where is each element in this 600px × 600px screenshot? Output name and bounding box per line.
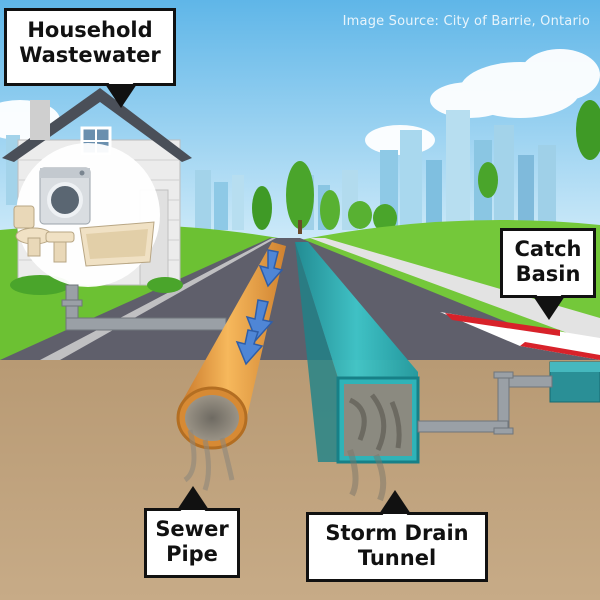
storm-label-line1: Storm Drain bbox=[325, 521, 469, 545]
connector-pipe bbox=[417, 371, 553, 435]
catch-basin-label: Catch Basin bbox=[500, 228, 596, 320]
sewer-pipe-label: Sewer Pipe bbox=[144, 486, 240, 578]
sewer-label-line1: Sewer bbox=[155, 517, 229, 541]
sewer-label-line2: Pipe bbox=[166, 542, 218, 567]
storm-drain-illustration bbox=[295, 242, 420, 502]
catch-label-line2: Basin bbox=[515, 262, 581, 287]
flow-arrow-icon bbox=[235, 249, 284, 366]
sidewalk bbox=[310, 238, 600, 345]
catch-label-line1: Catch bbox=[514, 237, 582, 261]
toilet-icon bbox=[13, 205, 53, 257]
soil bbox=[0, 360, 600, 600]
household-wastewater-label: Household Wastewater bbox=[4, 8, 176, 108]
curb-edge bbox=[520, 342, 600, 360]
household-label-line2: Wastewater bbox=[19, 43, 161, 68]
household-label-line1: Household bbox=[27, 18, 153, 42]
curb-gutter bbox=[445, 313, 560, 336]
storm-drain-label: Storm Drain Tunnel bbox=[306, 490, 488, 582]
storm-label-line2: Tunnel bbox=[357, 546, 437, 571]
house-drain-pipe bbox=[61, 284, 227, 331]
household-fixtures bbox=[13, 143, 160, 287]
trees bbox=[252, 100, 600, 234]
bathtub-icon bbox=[79, 221, 155, 267]
sewer-pipe-illustration bbox=[176, 242, 286, 491]
catch-basin-illustration bbox=[549, 361, 600, 403]
washing-machine-icon bbox=[39, 167, 91, 225]
sink-icon bbox=[45, 231, 75, 263]
source-credit: Image Source: City of Barrie, Ontario bbox=[342, 14, 590, 29]
